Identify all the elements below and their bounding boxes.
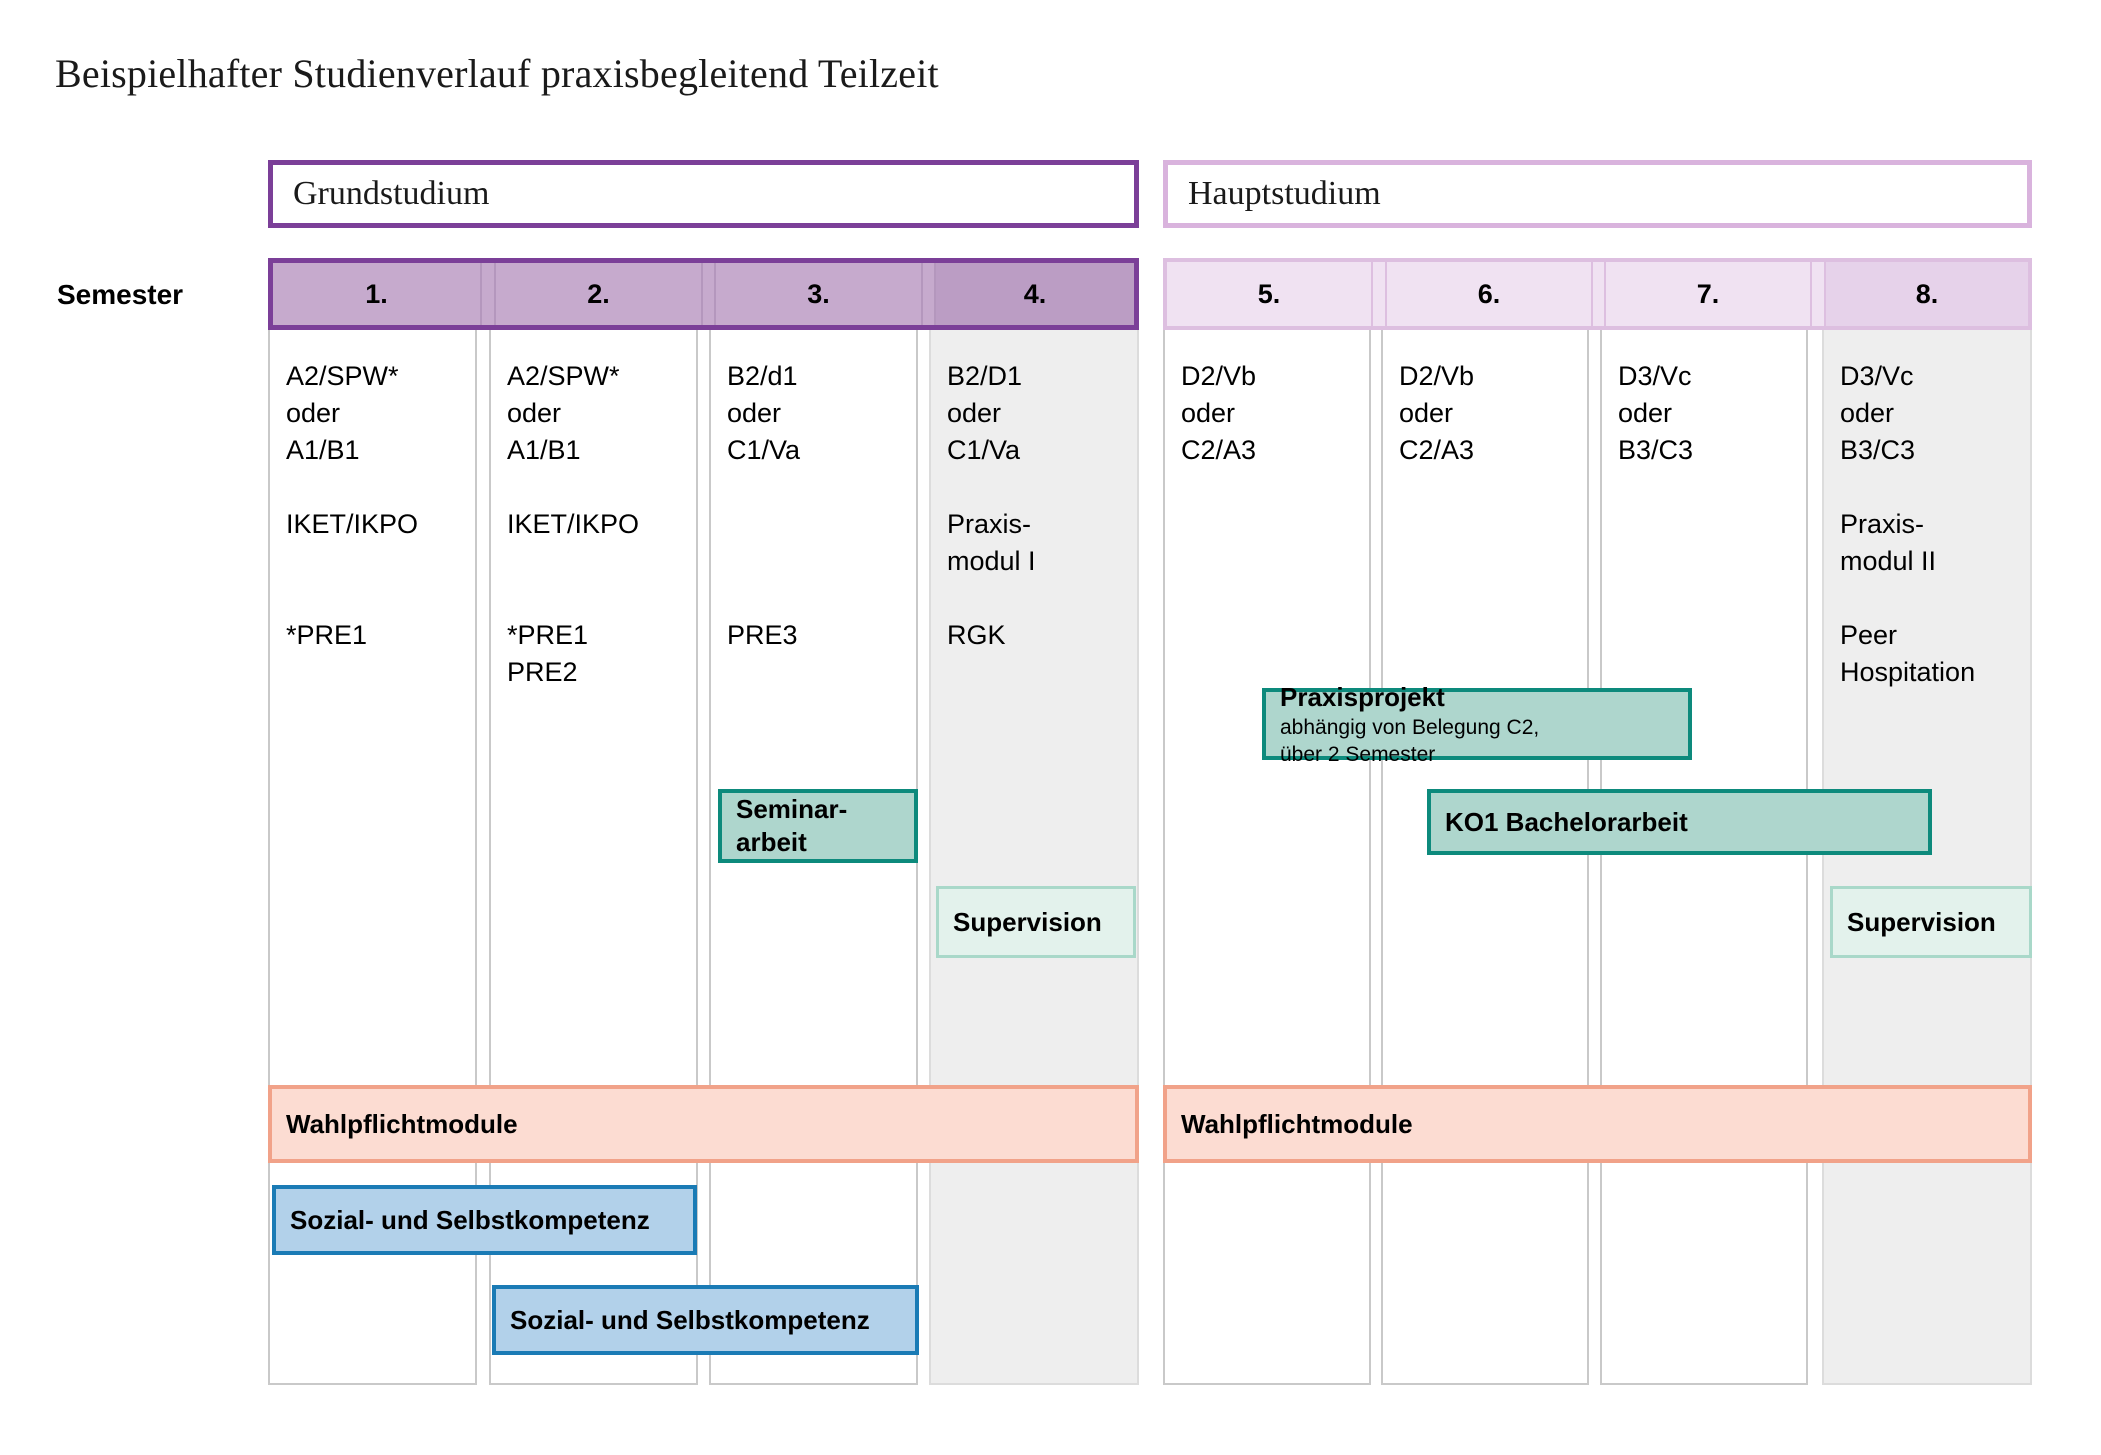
overlay-sozialkompetenz-sem2-3-title: Sozial- und Selbstkompetenz [510,1304,870,1335]
overlay-praxisprojekt-title: Praxisprojekt [1280,681,1445,712]
column-semester-7-text: D3/Vc oder B3/C3 [1618,361,1694,465]
semester-strip-hauptstudium: 5. 6. 7. 8. [1163,258,2032,330]
overlay-sozialkompetenz-sem2-3[interactable]: Sozial- und Selbstkompetenz [492,1285,919,1355]
overlay-seminararbeit-title: Seminar- arbeit [736,794,848,857]
column-semester-8: D3/Vc oder B3/C3 Praxis- modul II Peer H… [1822,330,2032,1385]
semester-cell-2[interactable]: 2. [494,263,703,325]
overlay-supervision-sem8[interactable]: Supervision [1830,886,2032,958]
overlay-sozialkompetenz-sem1-2-title: Sozial- und Selbstkompetenz [290,1204,650,1235]
semester-cell-4[interactable]: 4. [934,263,1134,325]
column-semester-2-text: A2/SPW* oder A1/B1 IKET/IKPO *PRE1 PRE2 [507,361,640,687]
column-semester-1-text: A2/SPW* oder A1/B1 IKET/IKPO *PRE1 [286,361,419,650]
column-semester-8-text: D3/Vc oder B3/C3 Praxis- modul II Peer H… [1840,361,1976,687]
overlay-seminararbeit[interactable]: Seminar- arbeit [718,789,918,863]
column-semester-6: D2/Vb oder C2/A3 [1381,330,1589,1385]
overlay-ko1-bachelorarbeit[interactable]: KO1 Bachelorarbeit [1427,789,1932,855]
column-semester-5-text: D2/Vb oder C2/A3 [1181,361,1257,465]
overlay-wahlpflichtmodule-hauptstudium[interactable]: Wahlpflichtmodule [1163,1085,2032,1163]
semester-cell-7[interactable]: 7. [1604,262,1812,326]
overlay-praxisprojekt-subtitle: abhängig von Belegung C2, über 2 Semeste… [1280,715,1540,766]
page-title: Beispielhafter Studienverlauf praxisbegl… [55,51,939,96]
overlay-supervision-sem8-title: Supervision [1847,906,1996,937]
group-header-grundstudium: Grundstudium [268,160,1139,228]
overlay-praxisprojekt[interactable]: Praxisprojekt abhängig von Belegung C2, … [1262,682,1692,766]
column-semester-5: D2/Vb oder C2/A3 [1163,330,1371,1385]
column-semester-3-text: B2/d1 oder C1/Va PRE3 [727,361,801,650]
overlay-supervision-sem4-title: Supervision [953,906,1102,937]
column-semester-7: D3/Vc oder B3/C3 [1600,330,1808,1385]
semester-cell-3[interactable]: 3. [714,263,923,325]
group-header-hauptstudium-label: Hauptstudium [1188,175,1381,212]
semester-cell-1[interactable]: 1. [273,263,482,325]
overlay-supervision-sem4[interactable]: Supervision [936,886,1136,958]
semester-cell-8[interactable]: 8. [1824,262,2028,326]
semester-strip-grundstudium: 1. 2. 3. 4. [268,258,1139,330]
overlay-wahlpflichtmodule-hauptstudium-title: Wahlpflichtmodule [1181,1108,1413,1139]
semester-cell-5[interactable]: 5. [1167,262,1373,326]
overlay-wahlpflichtmodule-grundstudium[interactable]: Wahlpflichtmodule [268,1085,1139,1163]
column-semester-6-text: D2/Vb oder C2/A3 [1399,361,1475,465]
group-header-hauptstudium: Hauptstudium [1163,160,2032,228]
overlay-ko1-bachelorarbeit-title: KO1 Bachelorarbeit [1445,806,1688,837]
semester-cell-6[interactable]: 6. [1385,262,1593,326]
overlay-sozialkompetenz-sem1-2[interactable]: Sozial- und Selbstkompetenz [272,1185,697,1255]
column-semester-4-text: B2/D1 oder C1/Va Praxis- modul I RGK [947,361,1036,650]
column-semester-4: B2/D1 oder C1/Va Praxis- modul I RGK [929,330,1139,1385]
semester-row-label: Semester [57,279,184,310]
overlay-wahlpflichtmodule-grundstudium-title: Wahlpflichtmodule [286,1108,518,1139]
group-header-grundstudium-label: Grundstudium [293,175,490,212]
